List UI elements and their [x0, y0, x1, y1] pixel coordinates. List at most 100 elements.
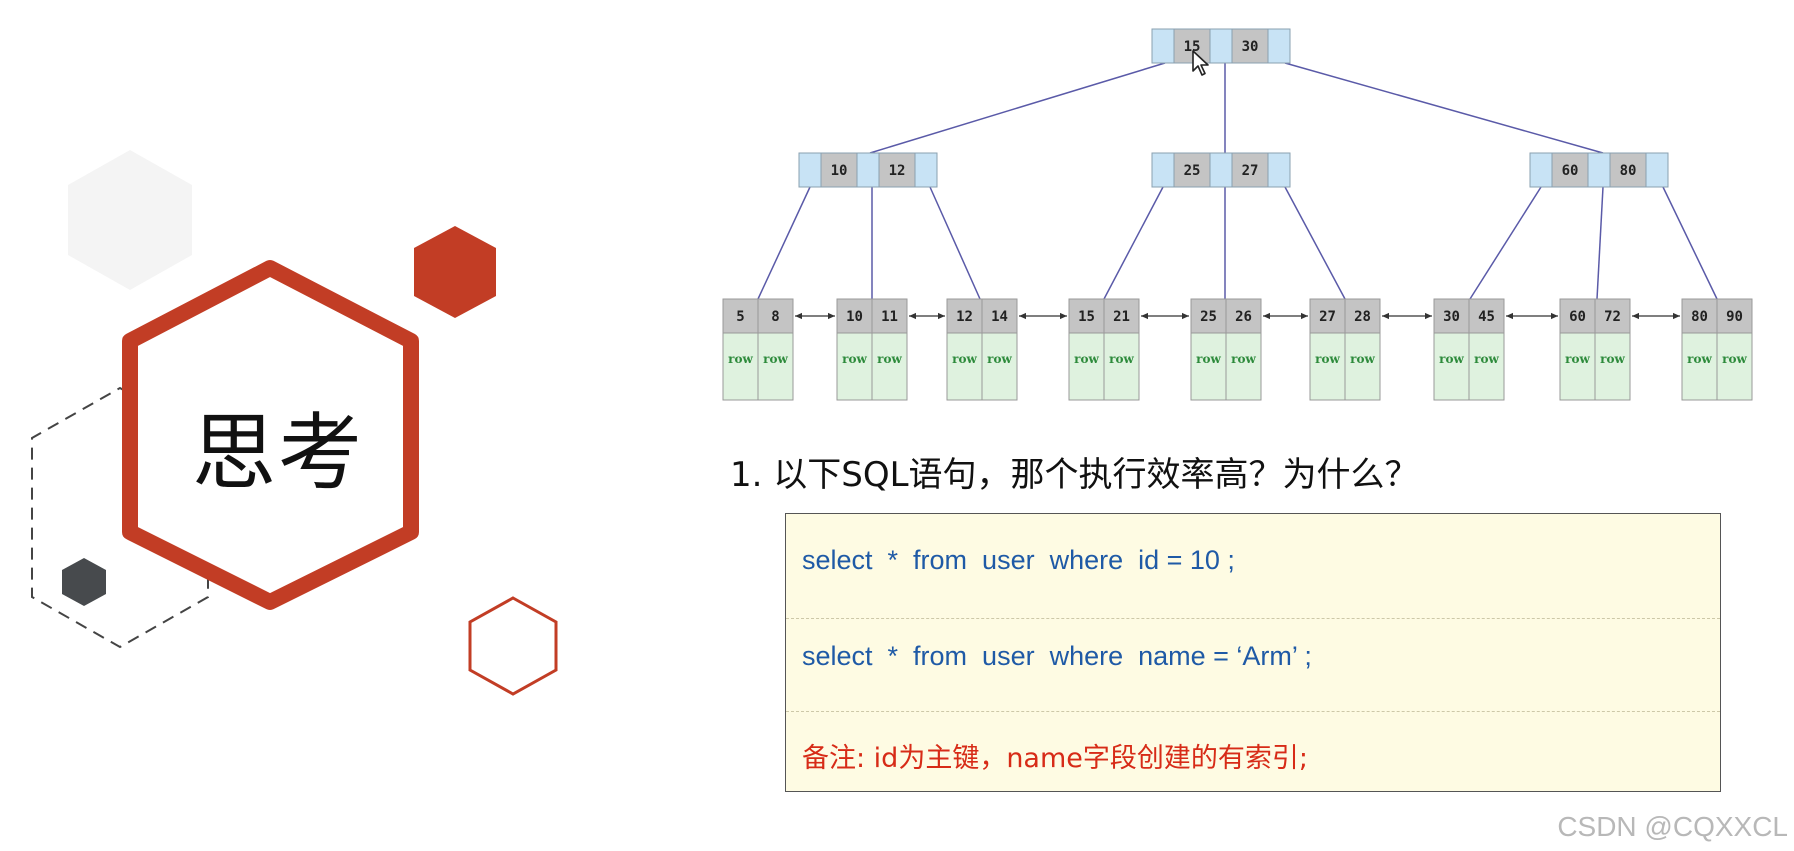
tree-edge: [1284, 186, 1346, 300]
row-label: row: [987, 352, 1012, 366]
key-cell: [878, 152, 916, 188]
pointer-cell: [914, 152, 938, 188]
leaf-row-cell: [1344, 332, 1381, 401]
leaf-key-cell: [1309, 298, 1346, 334]
internal-node-key: 60: [1562, 163, 1579, 179]
pointer-cell: [1529, 152, 1553, 188]
leaf-row-cell: [722, 332, 759, 401]
leaf-row-cell: [836, 332, 873, 401]
leaf-key-cell: [1190, 298, 1227, 334]
sql-line-2: select * from user where name = ‘Arm’ ;: [802, 641, 1312, 671]
pointer-cell: [1587, 152, 1611, 188]
leaf-row-cell: [1681, 332, 1718, 401]
dark-small-hexagon: [62, 558, 106, 606]
leaf-key-cell: [1559, 298, 1596, 334]
row-label: row: [1350, 352, 1375, 366]
key-cell: [820, 152, 858, 188]
leaf-row-cell: [1559, 332, 1596, 401]
row-label: row: [1687, 352, 1712, 366]
leaf-key: 30: [1443, 309, 1460, 325]
watermark: CSDN @CQXXCL: [1557, 811, 1788, 842]
key-cell: [1231, 28, 1269, 64]
pointer-cell: [1645, 152, 1669, 188]
leaf-key: 60: [1569, 309, 1586, 325]
key-cell: [1173, 28, 1211, 64]
row-label: row: [1109, 352, 1134, 366]
tree-edge: [1103, 186, 1164, 300]
leaf-key: 8: [771, 309, 779, 325]
leaf-key: 45: [1478, 309, 1495, 325]
leaf-key: 27: [1319, 309, 1336, 325]
code-divider: [786, 618, 1720, 619]
internal-node-key: 25: [1184, 163, 1201, 179]
leaf-row-cell: [981, 332, 1018, 401]
leaf-row-cell: [1190, 332, 1227, 401]
internal-node-key: 27: [1242, 163, 1259, 179]
row-label: row: [1474, 352, 1499, 366]
leaf-row-cell: [1716, 332, 1753, 401]
leaf-key: 10: [846, 309, 863, 325]
leaf-row-cell: [757, 332, 794, 401]
leaf-key: 15: [1078, 309, 1095, 325]
leaf-key: 21: [1113, 309, 1130, 325]
row-label: row: [1439, 352, 1464, 366]
leaf-row-cell: [1433, 332, 1470, 401]
pointer-cell: [1267, 28, 1291, 64]
red-outline-hexagon: [468, 596, 558, 696]
pointer-cell: [1209, 152, 1233, 188]
row-label: row: [877, 352, 902, 366]
leaf-row-cell: [1068, 332, 1105, 401]
leaf-row-cell: [871, 332, 908, 401]
page-title: 思考: [192, 404, 365, 502]
row-label: row: [1196, 352, 1221, 366]
mouse-cursor-icon: [1192, 50, 1209, 76]
pointer-cell: [856, 152, 880, 188]
leaf-row-cell: [1468, 332, 1505, 401]
root-node-key: 30: [1242, 39, 1259, 55]
leaf-key: 28: [1354, 309, 1371, 325]
pointer-cell: [798, 152, 822, 188]
large-red-hexagon: [122, 260, 419, 610]
leaf-key-cell: [1468, 298, 1505, 334]
leaf-key-cell: [1716, 298, 1753, 334]
tree-edge: [1662, 186, 1718, 300]
row-label: row: [728, 352, 753, 366]
key-cell: [1173, 152, 1211, 188]
row-label: row: [763, 352, 788, 366]
solid-red-hexagon: [414, 226, 496, 318]
code-divider: [786, 711, 1720, 712]
row-label: row: [1722, 352, 1747, 366]
sql-code-box: select * from user where id = 10 ; selec…: [785, 513, 1721, 792]
row-label: row: [1074, 352, 1099, 366]
leaf-key: 5: [736, 309, 744, 325]
leaf-key-cell: [757, 298, 794, 334]
pointer-cell: [1209, 28, 1233, 64]
row-label: row: [1231, 352, 1256, 366]
row-label: row: [842, 352, 867, 366]
internal-node-key: 80: [1620, 163, 1637, 179]
sql-line-1: select * from user where id = 10 ;: [802, 545, 1235, 575]
row-label: row: [1600, 352, 1625, 366]
row-label: row: [1315, 352, 1340, 366]
leaf-row-cell: [946, 332, 983, 401]
leaf-key: 72: [1604, 309, 1621, 325]
pointer-cell: [1151, 28, 1175, 64]
decorative-hexagons: [31, 150, 558, 696]
leaf-key: 80: [1691, 309, 1708, 325]
leaf-row-cell: [1594, 332, 1631, 401]
leaf-key-cell: [1344, 298, 1381, 334]
faint-hexagon: [68, 150, 192, 290]
leaf-key-cell: [1225, 298, 1262, 334]
leaf-row-cell: [1103, 332, 1140, 401]
tree-edge: [757, 186, 811, 300]
tree-edge: [1469, 186, 1542, 300]
internal-node-key: 12: [889, 163, 906, 179]
leaf-key-cell: [1594, 298, 1631, 334]
tree-edge: [929, 186, 981, 300]
row-label: row: [952, 352, 977, 366]
leaf-key: 12: [956, 309, 973, 325]
leaf-key: 14: [991, 309, 1008, 325]
leaf-key-cell: [981, 298, 1018, 334]
key-cell: [1231, 152, 1269, 188]
